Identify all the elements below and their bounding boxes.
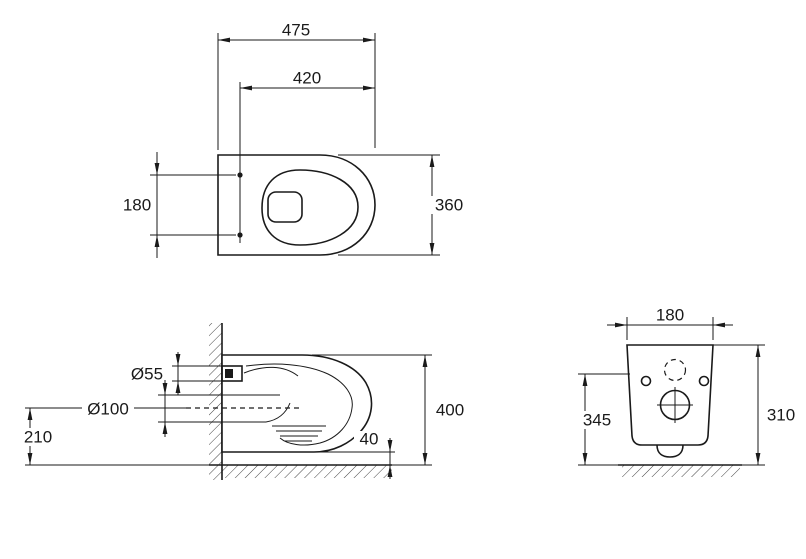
trap-curve — [265, 402, 291, 423]
bowl-inner-profile — [245, 363, 353, 446]
dim-label-345: 345 — [583, 411, 611, 430]
dim-label-180-top: 180 — [123, 196, 151, 215]
wall-hatch — [209, 323, 222, 480]
dim-label-420: 420 — [293, 69, 321, 88]
floor-hatch-rear — [622, 465, 740, 477]
bowl-side-outline — [221, 354, 373, 453]
flush-opening — [267, 191, 303, 223]
dim-label-360: 360 — [435, 196, 463, 215]
dim-outlet-height: 210 — [18, 408, 58, 465]
fixing-hole-right — [698, 375, 710, 387]
floor-hatch — [222, 465, 392, 478]
fixing-hole-left — [640, 375, 652, 387]
bowl-inner-rim — [261, 169, 359, 246]
dim-label-180-rear: 180 — [656, 306, 684, 325]
side-view: 400 40 Ø55 Ø100 210 — [18, 323, 470, 480]
flush-channel-curve — [243, 366, 299, 377]
top-view: 475 420 360 180 — [119, 21, 469, 258]
dim-bottom-gap: 40 — [354, 430, 393, 479]
dim-height: 400 — [422, 355, 470, 465]
dim-inlet-diameter: Ø55 — [126, 352, 181, 395]
dim-overall-width: 475 — [218, 21, 375, 43]
rear-view: 180 345 310 — [578, 306, 800, 477]
dim-rear-width: 180 — [607, 306, 733, 328]
dim-label-40: 40 — [360, 430, 379, 449]
dim-hole-height: 345 — [578, 374, 616, 465]
dim-body-height: 310 — [755, 345, 800, 465]
dim-label-475: 475 — [282, 21, 310, 40]
dim-depth: 360 — [429, 155, 469, 255]
dim-label-d55: Ø55 — [131, 365, 163, 384]
inlet-circle-dashed — [663, 358, 687, 382]
inlet-core — [225, 369, 233, 378]
dim-label-210: 210 — [24, 428, 52, 447]
tank-rear-outline — [626, 344, 714, 446]
dim-hole-spacing: 180 — [119, 152, 160, 258]
inlet-port — [221, 365, 243, 382]
dim-hole-line-width: 420 — [240, 69, 375, 91]
dim-label-d100: Ø100 — [87, 400, 129, 419]
bottom-outlet-tab — [656, 444, 684, 458]
dim-label-400: 400 — [436, 401, 464, 420]
bowl-plan-outline — [217, 154, 376, 256]
dim-label-310: 310 — [767, 406, 795, 425]
water-level-lines — [272, 425, 326, 442]
dim-outlet-diameter: Ø100 — [82, 380, 168, 437]
